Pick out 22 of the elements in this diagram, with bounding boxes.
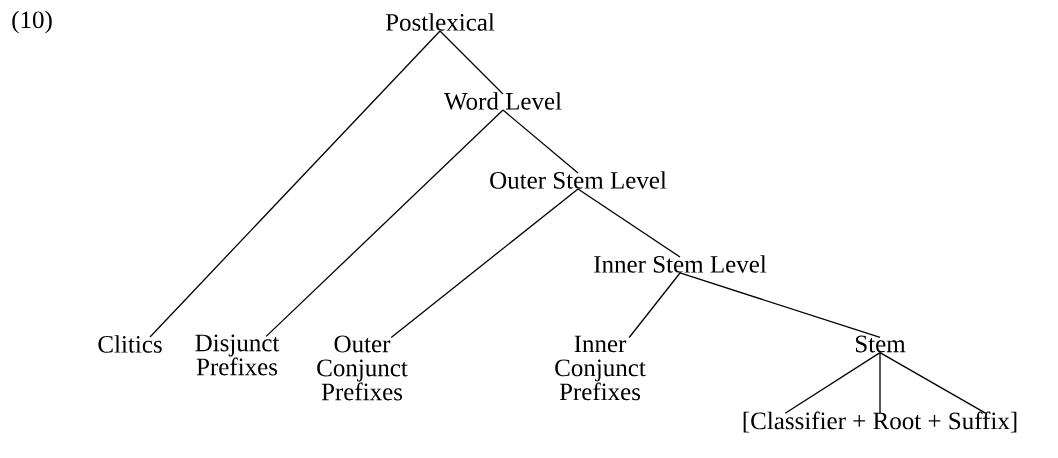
tree-branch — [879, 351, 881, 414]
tree-branch — [879, 351, 987, 414]
tree-node-label: Inner Stem Level — [594, 255, 767, 273]
tree-branch — [628, 272, 681, 339]
tree-node-label: Postlexical — [385, 13, 495, 31]
tree-branch — [784, 351, 881, 414]
tree-node-label: [Classifier + Root + Suffix] — [743, 411, 1017, 433]
tree-node-label: Outer Conjunct Prefixes — [317, 335, 408, 401]
tree-branch — [679, 272, 881, 339]
tree-branch — [390, 188, 579, 339]
tree-branch — [439, 30, 504, 95]
tree-node-label: Disjunct Prefixes — [195, 334, 280, 376]
tree-branch — [502, 109, 579, 174]
example-number: (10) — [12, 10, 52, 34]
tree-node-label: Stem — [856, 335, 906, 353]
tree-node-label: Clitics — [98, 335, 162, 353]
tree-branch — [265, 109, 504, 338]
tree-node-label: Word Level — [444, 92, 562, 110]
tree-branch — [577, 188, 681, 258]
tree-node-label: Outer Stem Level — [490, 171, 667, 189]
tree-node-label: Inner Conjunct Prefixes — [555, 335, 646, 401]
tree-branch — [149, 30, 441, 338]
